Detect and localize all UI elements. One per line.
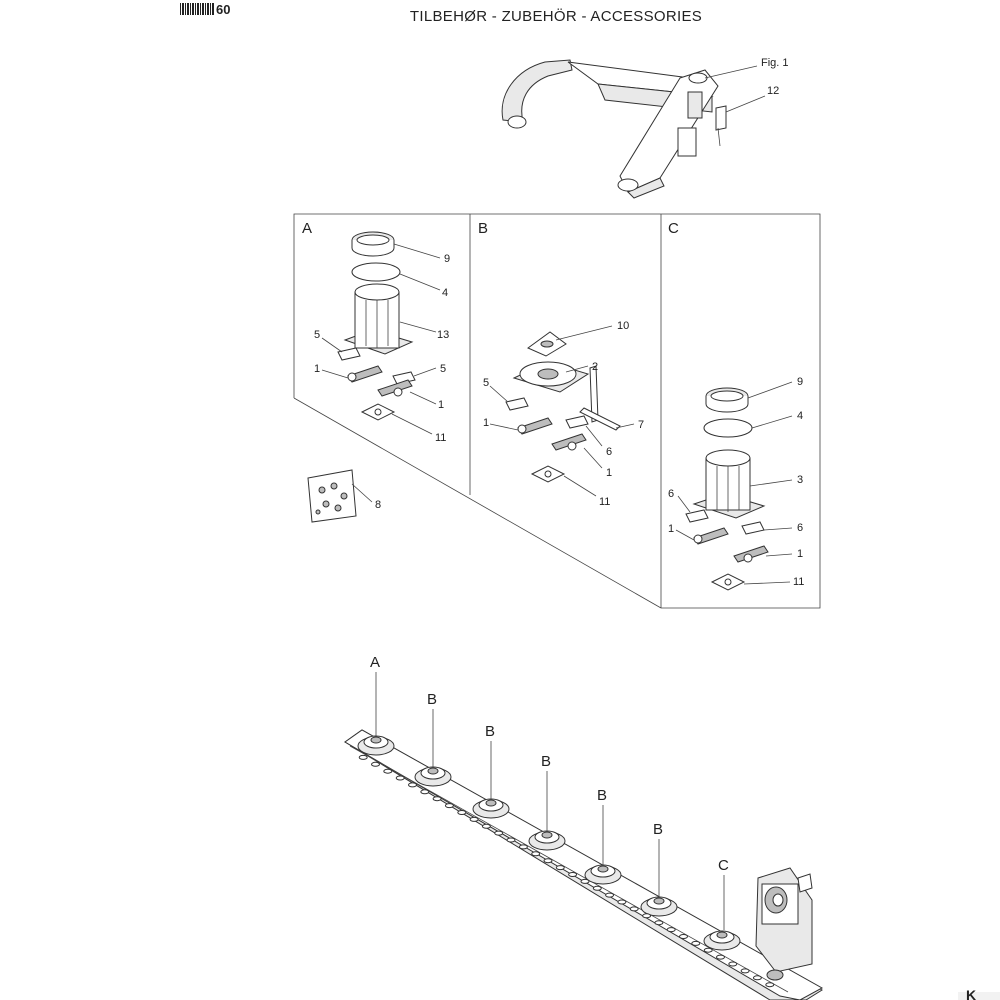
bar-position-label-b3: B bbox=[541, 753, 551, 770]
bar-position-label-b4: B bbox=[597, 787, 607, 804]
frame-arm-drawing bbox=[501, 59, 766, 199]
bar-slot bbox=[420, 789, 430, 795]
cutter-disc-2 bbox=[414, 766, 452, 787]
bar-slot bbox=[617, 899, 627, 905]
callout-a-4: 4 bbox=[442, 287, 448, 299]
callout-a-13: 13 bbox=[437, 329, 449, 341]
bar-slot bbox=[580, 878, 590, 884]
cutter-bar-discs bbox=[357, 735, 741, 951]
panel-b-parts bbox=[489, 325, 635, 497]
figure-label: Fig. 1 bbox=[761, 57, 789, 69]
bar-slot bbox=[444, 803, 454, 809]
bar-position-label-a: A bbox=[370, 654, 380, 671]
cutter-disc-4 bbox=[528, 830, 566, 851]
bar-slot bbox=[666, 927, 676, 933]
bar-slot bbox=[691, 940, 701, 946]
bar-slot bbox=[469, 816, 479, 822]
bar-slot bbox=[518, 844, 528, 850]
bar-slot bbox=[371, 761, 380, 767]
cutter-disc-1 bbox=[357, 735, 395, 756]
callout-a-11: 11 bbox=[435, 432, 446, 444]
bar-slot bbox=[642, 913, 652, 919]
callout-a-8: 8 bbox=[375, 499, 381, 511]
callout-c-4: 4 bbox=[797, 410, 803, 422]
callout-b-10: 10 bbox=[617, 320, 629, 332]
cutter-disc-7 bbox=[703, 930, 741, 951]
callout-c-11: 11 bbox=[793, 576, 804, 588]
callout-a-9: 9 bbox=[444, 253, 450, 265]
bar-slot bbox=[568, 872, 578, 877]
panel-label-c: C bbox=[668, 220, 679, 237]
bar-position-label-b1: B bbox=[427, 691, 437, 708]
bar-slot bbox=[358, 754, 368, 760]
bar-slot bbox=[506, 837, 516, 843]
bar-slot bbox=[432, 796, 442, 802]
callout-a-5-right: 5 bbox=[440, 363, 446, 375]
bar-slot bbox=[629, 906, 639, 912]
bar-slot bbox=[740, 968, 750, 974]
bar-leader-lines bbox=[375, 672, 725, 930]
cutter-bar-slots bbox=[358, 754, 775, 988]
bar-slot bbox=[531, 851, 541, 857]
page-number: 60 bbox=[180, 2, 230, 17]
callout-b-7: 7 bbox=[638, 419, 644, 431]
callout-a-5-left: 5 bbox=[314, 329, 320, 341]
bar-slot bbox=[716, 954, 725, 960]
panel-label-b: B bbox=[478, 220, 488, 237]
cutter-disc-6 bbox=[640, 896, 678, 917]
callout-c-6-left: 6 bbox=[668, 488, 674, 500]
bar-slot bbox=[494, 830, 504, 836]
bar-slot bbox=[408, 782, 417, 788]
panel-frame bbox=[293, 213, 821, 609]
bar-slot bbox=[383, 768, 393, 774]
logo-letter: K bbox=[966, 987, 976, 1000]
bar-slot bbox=[752, 975, 762, 981]
bar-slot bbox=[543, 858, 553, 864]
callout-b-11: 11 bbox=[599, 496, 610, 508]
bar-position-label-b5: B bbox=[653, 821, 663, 838]
panel-label-a: A bbox=[302, 220, 312, 237]
bar-slot bbox=[703, 947, 713, 953]
callout-b-1-right: 1 bbox=[606, 467, 612, 479]
bar-slot bbox=[457, 810, 467, 815]
callout-c-9: 9 bbox=[797, 376, 803, 388]
panel-c-parts bbox=[675, 381, 793, 591]
callout-c-6-right: 6 bbox=[797, 522, 803, 534]
bar-slot bbox=[654, 920, 664, 926]
callout-c-3: 3 bbox=[797, 474, 803, 486]
bar-slot bbox=[481, 823, 491, 829]
barcode-icon bbox=[180, 3, 214, 15]
callout-a-1-left: 1 bbox=[314, 363, 320, 375]
bar-slot bbox=[605, 892, 615, 898]
cutter-disc-3 bbox=[472, 798, 510, 819]
cutter-disc-5 bbox=[584, 864, 622, 885]
page-title: TILBEHØR - ZUBEHÖR - ACCESSORIES bbox=[409, 8, 703, 25]
callout-b-1-left: 1 bbox=[483, 417, 489, 429]
callout-c-1-right: 1 bbox=[797, 548, 803, 560]
callout-12: 12 bbox=[767, 85, 779, 97]
bar-slot bbox=[395, 775, 405, 781]
bar-position-label-c: C bbox=[718, 857, 729, 874]
bar-slot bbox=[728, 961, 738, 967]
callout-b-6: 6 bbox=[606, 446, 612, 458]
panel-a-parts bbox=[307, 231, 441, 523]
callout-b-2: 2 bbox=[592, 361, 598, 373]
bar-slot bbox=[765, 982, 775, 988]
callout-c-1-left: 1 bbox=[668, 523, 674, 535]
bar-position-label-b2: B bbox=[485, 723, 495, 740]
callout-b-5: 5 bbox=[483, 377, 489, 389]
page-code-text: 60 bbox=[216, 2, 231, 17]
callout-a-1-right: 1 bbox=[438, 399, 444, 411]
cutter-bar-drawing bbox=[344, 729, 824, 1000]
bar-slot bbox=[592, 885, 602, 891]
bar-slot bbox=[679, 934, 688, 939]
bar-slot bbox=[555, 865, 565, 871]
brand-logo: K bbox=[958, 987, 1000, 1000]
